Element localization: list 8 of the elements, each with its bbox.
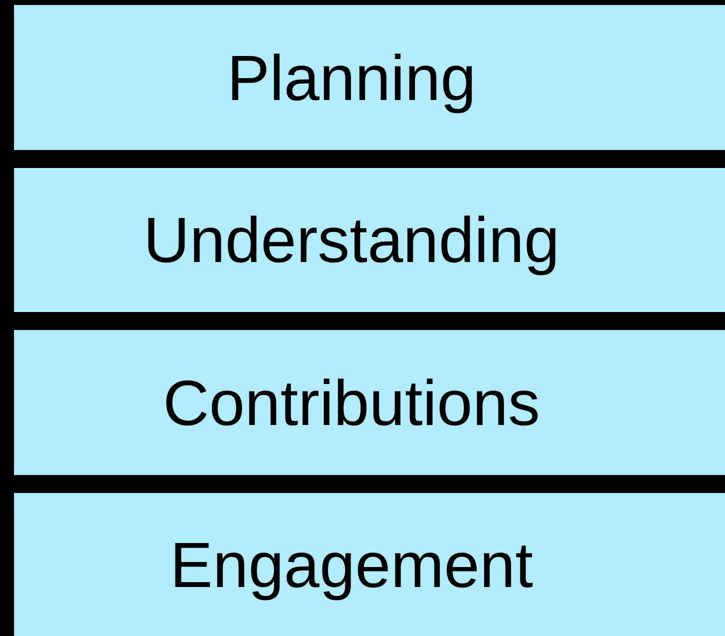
layer-band — [14, 5, 725, 150]
layer-label: Understanding — [143, 203, 560, 277]
layer-band — [14, 330, 725, 475]
layer-label: Engagement — [170, 528, 533, 602]
layer-band — [14, 168, 725, 312]
layer-label: Planning — [226, 40, 476, 114]
layer-band — [14, 493, 725, 636]
layer-label: Contributions — [162, 366, 540, 440]
